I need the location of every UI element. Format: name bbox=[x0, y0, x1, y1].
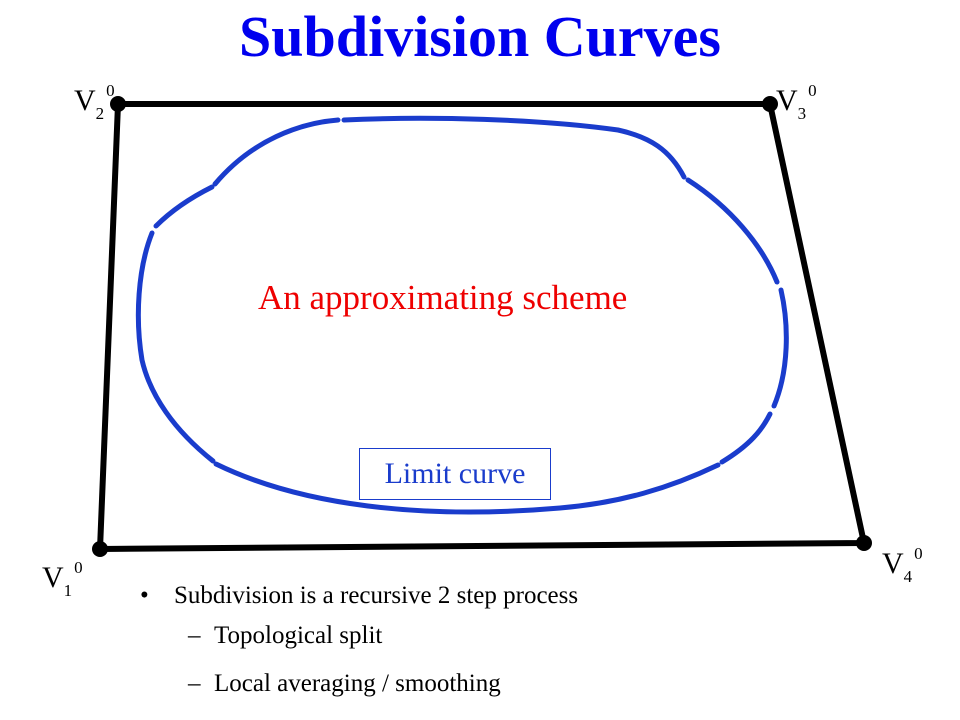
vertex-letter: V bbox=[882, 547, 904, 580]
vertex-dot-3 bbox=[762, 96, 778, 112]
vertex-dot-2 bbox=[110, 96, 126, 112]
vertex-letter: V bbox=[74, 84, 96, 117]
bullet-main-text: Subdivision is a recursive 2 step proces… bbox=[174, 582, 579, 609]
dash-marker: – bbox=[188, 670, 201, 697]
vertex-letter: V bbox=[42, 561, 64, 594]
page-title: Subdivision Curves bbox=[239, 4, 721, 69]
bullet-marker: • bbox=[140, 582, 149, 609]
vertex-dot-4 bbox=[856, 535, 872, 551]
bullet-sub-1-text: Topological split bbox=[214, 622, 383, 649]
vertex-label-2: V20 bbox=[74, 76, 115, 129]
vertex-index: 1 bbox=[63, 581, 73, 600]
dash-marker: – bbox=[188, 622, 201, 649]
vertex-level: 0 bbox=[914, 544, 923, 563]
bullet-sub-2: –Local averaging / smoothing bbox=[188, 664, 501, 704]
scheme-label: An approximating scheme bbox=[258, 278, 628, 317]
vertex-index: 3 bbox=[797, 104, 807, 123]
vertex-label-4: V40 bbox=[882, 539, 923, 592]
vertex-level: 0 bbox=[106, 81, 115, 100]
vertex-letter: V bbox=[776, 84, 798, 117]
vertex-level: 0 bbox=[74, 558, 83, 577]
vertex-index: 2 bbox=[95, 104, 105, 123]
vertex-label-1: V10 bbox=[42, 553, 83, 606]
bullet-sub-1: –Topological split bbox=[188, 616, 382, 656]
limit-curve bbox=[135, 115, 789, 515]
vertex-index: 4 bbox=[903, 567, 913, 586]
vertex-dot-1 bbox=[92, 541, 108, 557]
bullet-main: • Subdivision is a recursive 2 step proce… bbox=[140, 576, 578, 616]
vertex-level: 0 bbox=[808, 81, 817, 100]
limit-curve-label: Limit curve bbox=[359, 448, 551, 500]
vertex-label-3: V30 bbox=[776, 76, 817, 129]
bullet-sub-2-text: Local averaging / smoothing bbox=[214, 670, 501, 697]
